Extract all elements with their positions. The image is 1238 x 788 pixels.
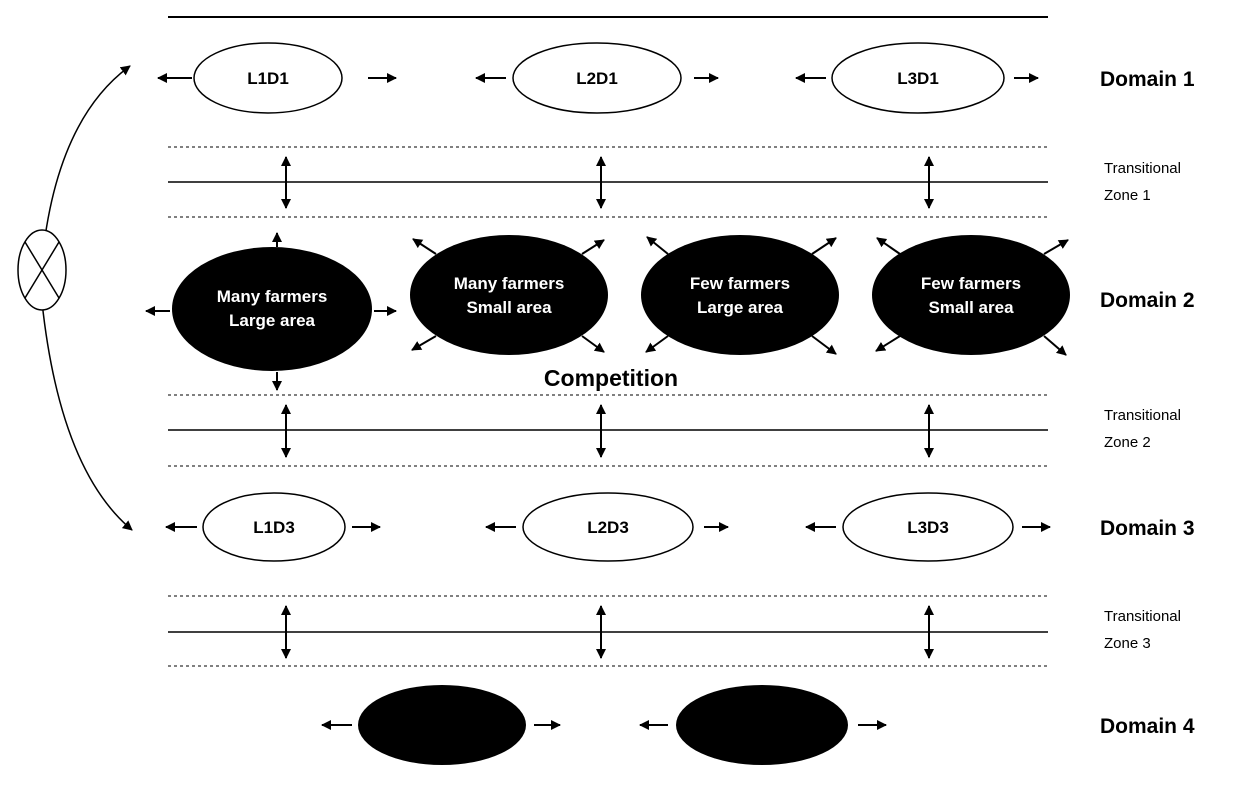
arrow-diag [1043,239,1069,255]
node-domain4-right [639,685,887,765]
crossed-circle-icon [17,229,67,311]
node-l3d3: L3D3 [805,492,1051,562]
node-l1d3: L1D3 [165,492,381,562]
node-many-large: Many farmers Large area [145,232,397,391]
domain1-label: Domain 1 [1100,68,1195,91]
arrow-diag [646,236,669,255]
node-many-large-line1: Many farmers [217,287,328,306]
node-many-small-line2: Small area [466,298,552,317]
zone2-label-line1: Transitional [1104,407,1181,424]
node-l3d1-label: L3D1 [897,69,939,88]
arrow-diag [811,237,837,255]
transitional-zone-3: Transitional Zone 3 [168,595,1181,667]
zone1-label-line2: Zone 1 [1104,187,1151,204]
node-many-small-line1: Many farmers [454,274,565,293]
domain3-row: L1D3 L2D3 L3D3 Domain 3 [165,492,1195,562]
competition-label: Competition [544,365,678,391]
arrow-diag [645,335,669,353]
node-l1d1: L1D1 [157,42,397,114]
node-few-large-line1: Few farmers [690,274,790,293]
zone1-label-line1: Transitional [1104,160,1181,177]
domain4-row: Domain 4 [321,685,1195,765]
node-few-large: Few farmers Large area [641,235,839,355]
node-few-small: Few farmers Small area [872,235,1070,356]
node-l1d1-label: L1D1 [247,69,289,88]
node-l3d1: L3D1 [795,42,1039,114]
zone3-label-line1: Transitional [1104,608,1181,625]
node-l1d3-label: L1D3 [253,518,295,537]
node-l3d3-label: L3D3 [907,518,949,537]
curved-arrow-down [41,301,133,531]
node-few-small-line1: Few farmers [921,274,1021,293]
node-l2d3: L2D3 [485,492,729,562]
domain1-row: L1D1 L2D1 L3D1 Domain 1 [157,42,1195,114]
node-l2d1: L2D1 [475,42,719,114]
node-few-small-line2: Small area [928,298,1014,317]
node-many-small: Many farmers Small area [410,235,608,355]
arrow-diag [581,239,605,255]
arrow-diag [1043,335,1067,356]
arrow-diag [412,238,437,255]
zone2-label-line2: Zone 2 [1104,434,1151,451]
domain2-row: Many farmers Large area Many farmers Sma… [145,232,1195,391]
node-many-large-line2: Large area [229,311,316,330]
node-domain4-left [321,685,561,765]
domain3-label: Domain 3 [1100,517,1195,540]
domain2-label: Domain 2 [1100,289,1195,312]
arrow-diag [811,335,837,355]
arrow-diag [875,335,901,352]
left-cycle [17,65,133,531]
arrow-diag [411,335,437,351]
curved-arrow-up [41,65,131,263]
transitional-zone-1: Transitional Zone 1 [168,146,1181,218]
transitional-zone-2: Transitional Zone 2 [168,394,1181,467]
arrow-diag [876,237,901,255]
node-l2d3-label: L2D3 [587,518,629,537]
node-few-large-line2: Large area [697,298,784,317]
zone3-label-line2: Zone 3 [1104,635,1151,652]
arrow-diag [581,335,605,353]
domain4-label: Domain 4 [1100,715,1195,738]
node-l2d1-label: L2D1 [576,69,618,88]
